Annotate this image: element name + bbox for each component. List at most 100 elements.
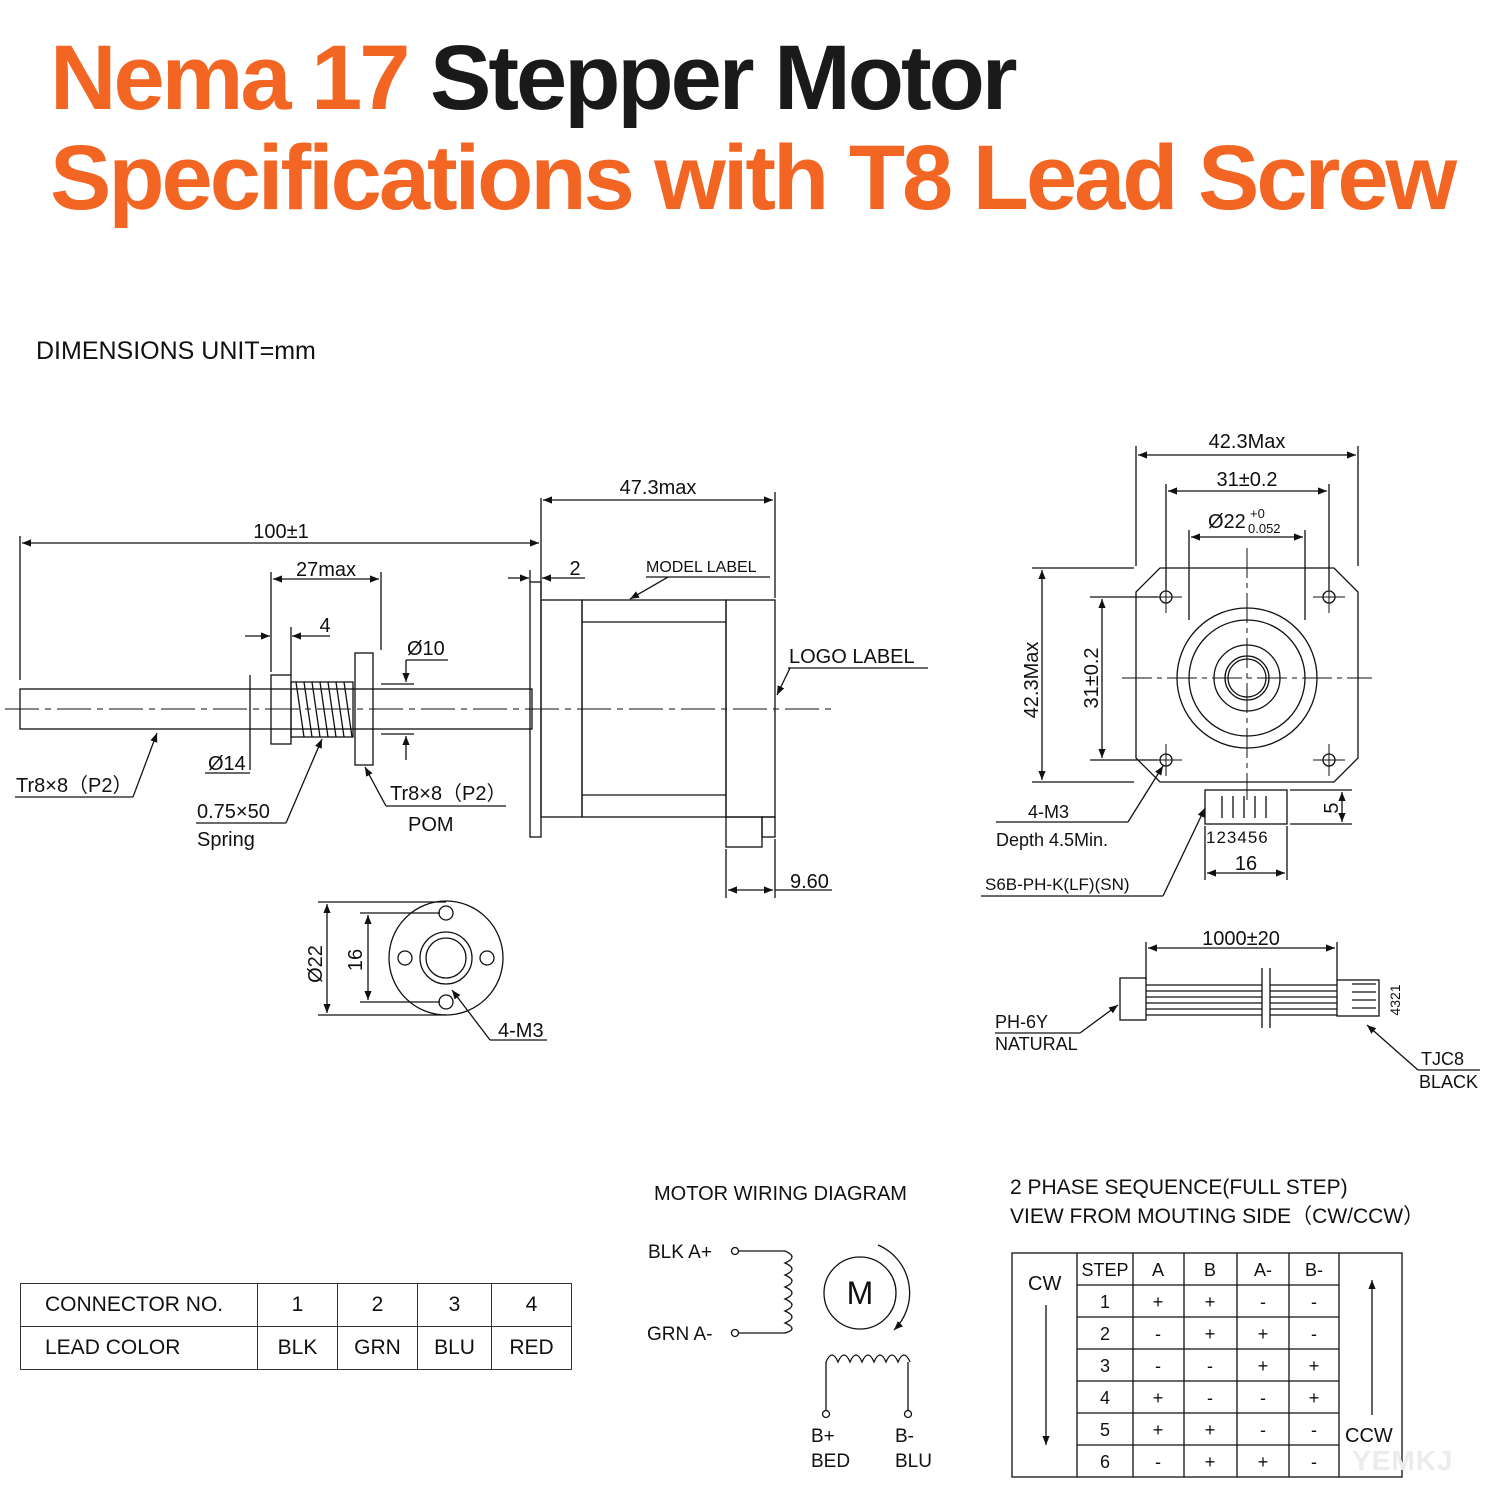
watermark: YEMKJ <box>1352 1445 1454 1476</box>
dim-cable-length: 1000±20 <box>1202 928 1280 950</box>
wire-b-minus: B- <box>895 1426 914 1447</box>
spring-spec: 0.75×50 <box>197 801 270 823</box>
sequence-cell: + <box>1153 1292 1164 1312</box>
sequence-title-line1: 2 PHASE SEQUENCE(FULL STEP) <box>1010 1176 1348 1199</box>
sequence-cell: + <box>1309 1356 1320 1376</box>
sequence-cell: 4 <box>1100 1388 1110 1408</box>
sequence-cell: 3 <box>1100 1356 1110 1376</box>
lead-color-cell: BLU <box>417 1326 492 1370</box>
sequence-cell: + <box>1258 1452 1269 1472</box>
nut-spec: Tr8×8（P2） <box>390 782 507 805</box>
spring-coils <box>295 681 353 738</box>
sequence-cell: - <box>1311 1452 1317 1472</box>
coil-b <box>825 1354 911 1364</box>
sequence-cell: - <box>1155 1356 1161 1376</box>
lead-color-cell: RED <box>491 1326 572 1370</box>
screw-spec: Tr8×8（P2） <box>16 774 133 797</box>
page-title-line2: Specifications with T8 Lead Screw <box>50 127 1457 229</box>
dim-hole-pitch: 31±0.2 <box>1216 469 1277 491</box>
title-model: Nema 17 <box>50 27 410 129</box>
dim-connector-height: 5 <box>1321 802 1343 813</box>
sequence-cell: - <box>1260 1388 1266 1408</box>
dim-flange-outer: Ø22 <box>305 945 327 983</box>
spring-label: Spring <box>197 829 255 851</box>
cable-end-b-part: TJC8 <box>1421 1049 1464 1069</box>
cable-plug-tjc8 <box>1336 979 1380 1017</box>
cable-end-b-color: BLACK <box>1419 1072 1478 1092</box>
page-title-line1: Nema 17 Stepper Motor <box>50 27 1018 129</box>
sequence-cell: - <box>1311 1292 1317 1312</box>
units-note: DIMENSIONS UNIT=mm <box>36 337 316 365</box>
sequence-cell: - <box>1311 1420 1317 1440</box>
cable-end-a-part: PH-6Y <box>995 1012 1048 1032</box>
dim-pilot-offset: 2 <box>569 558 580 580</box>
connector-table: CONNECTOR NO. 1 2 3 4 LEAD COLOR BLK GRN… <box>20 1283 572 1370</box>
cable-end-a-color: NATURAL <box>995 1034 1078 1054</box>
sequence-cell: + <box>1205 1324 1216 1344</box>
nut-collar <box>354 652 374 766</box>
connector-row: CONNECTOR NO. 1 2 3 4 <box>20 1283 572 1327</box>
dim-face-height: 42.3Max <box>1021 642 1043 719</box>
lead-screw <box>19 688 533 730</box>
wire-a-plus: BLK A+ <box>648 1242 712 1263</box>
boss-tol-upper: +0 <box>1250 506 1265 521</box>
lead-color-row: LEAD COLOR BLK GRN BLU RED <box>20 1326 572 1370</box>
wire-a-minus: GRN A- <box>647 1324 712 1345</box>
nut-body <box>290 681 354 738</box>
sequence-cell: + <box>1309 1388 1320 1408</box>
connector-part: S6B-PH-K(LF)(SN) <box>985 875 1130 894</box>
dim-connector-width: 16 <box>1235 853 1257 875</box>
mount-hole-spec: 4-M3 <box>1028 802 1069 822</box>
dim-motor-length: 47.3max <box>620 477 697 499</box>
motor-connector <box>1204 789 1288 825</box>
sequence-cell: - <box>1155 1324 1161 1344</box>
sequence-cell: + <box>1205 1420 1216 1440</box>
sequence-cell: + <box>1258 1324 1269 1344</box>
dim-connector-offset: 9.60 <box>790 871 829 893</box>
dim-face-width: 42.3Max <box>1209 431 1286 453</box>
sequence-cell: + <box>1153 1420 1164 1440</box>
dim-flange-holes: 16 <box>345 949 367 971</box>
connector-row-label: CONNECTOR NO. <box>20 1283 258 1327</box>
sequence-header-cell: B <box>1204 1260 1216 1280</box>
lead-color-cell: BLK <box>257 1326 338 1370</box>
sequence-title-line2: VIEW FROM MOUTING SIDE（CW/CCW） <box>1010 1205 1425 1228</box>
sequence-cell: + <box>1205 1452 1216 1472</box>
sequence-header-cell: B- <box>1305 1260 1323 1280</box>
dim-overall-length: 100±1 <box>253 521 308 543</box>
sequence-cell: - <box>1260 1292 1266 1312</box>
dim-flange-thickness: 4 <box>319 615 330 637</box>
connector-cell: 4 <box>491 1283 572 1327</box>
sequence-header-cell: STEP <box>1081 1260 1128 1280</box>
wire-b-plus-color: BED <box>811 1451 850 1472</box>
sequence-cell: 2 <box>1100 1324 1110 1344</box>
sequence-cell: - <box>1207 1356 1213 1376</box>
dim-nut-length: 27max <box>296 559 356 581</box>
sequence-cell: + <box>1258 1356 1269 1376</box>
sequence-cell: + <box>1153 1388 1164 1408</box>
motor-face <box>1135 567 1359 783</box>
connector-cell: 2 <box>337 1283 418 1327</box>
connector-cell: 3 <box>417 1283 492 1327</box>
boss-tol-lower: 0.052 <box>1248 521 1281 536</box>
sequence-cell: - <box>1260 1420 1266 1440</box>
sequence-cell: - <box>1207 1388 1213 1408</box>
sequence-cell: + <box>1205 1292 1216 1312</box>
motor-symbol-label: M <box>847 1275 874 1311</box>
mount-depth: Depth 4.5Min. <box>996 830 1108 850</box>
sequence-header-cell: A- <box>1254 1260 1272 1280</box>
wire-b-minus-color: BLU <box>895 1451 932 1472</box>
flange-outline <box>388 900 504 1016</box>
wire-b-plus: B+ <box>811 1426 835 1447</box>
sequence-cell: - <box>1155 1452 1161 1472</box>
dim-nut-bore: Ø10 <box>407 638 445 660</box>
connector-housing <box>725 816 763 848</box>
title-product: Stepper Motor <box>430 27 1018 129</box>
sequence-cell: 6 <box>1100 1452 1110 1472</box>
sequence-cell: 5 <box>1100 1420 1110 1440</box>
sequence-cell: - <box>1311 1324 1317 1344</box>
ccw-label: CCW <box>1345 1425 1393 1447</box>
nut-material: POM <box>408 814 454 836</box>
